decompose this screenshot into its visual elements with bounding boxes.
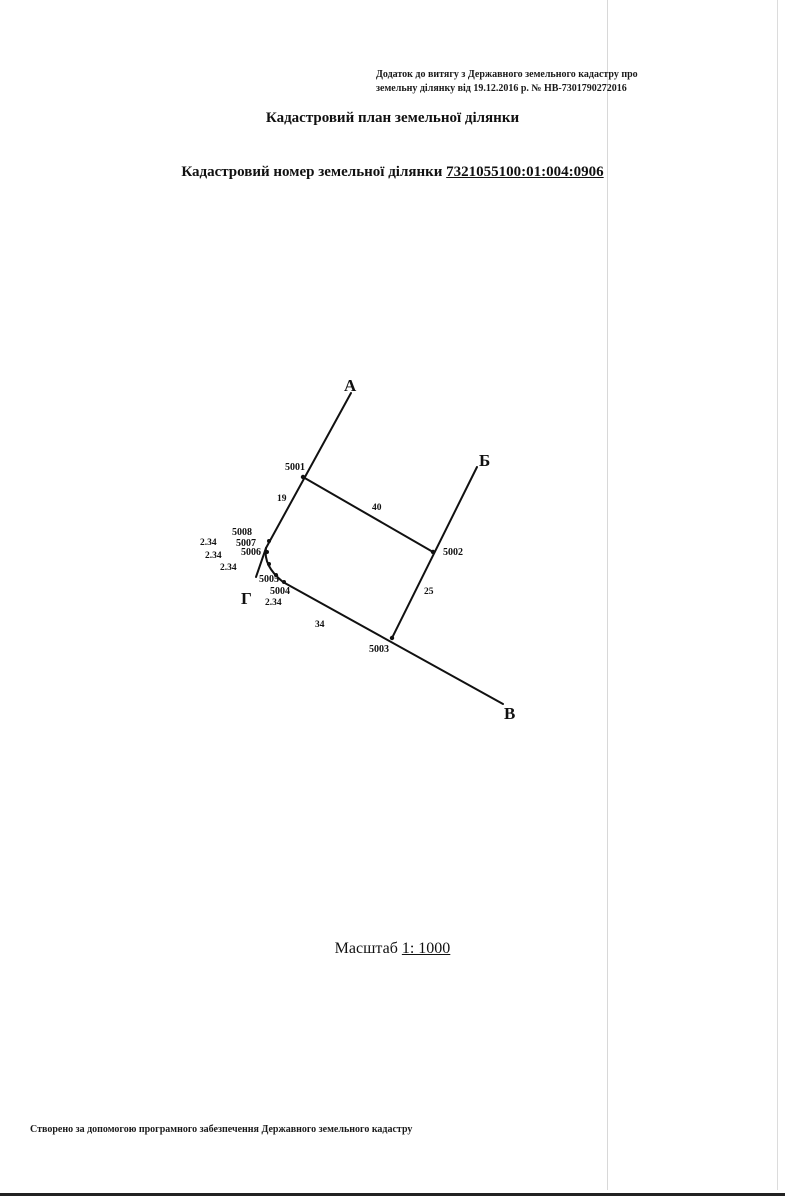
dimension-label-small: 2.34 [200,538,217,548]
point-label-5001: 5001 [285,462,305,473]
direction-label-a: А [344,376,357,395]
scan-margin-line [607,0,608,1190]
vertex-marker [267,539,271,543]
scan-margin-line [777,0,778,1190]
boundary-line-a [265,392,352,549]
dimension-label-25: 25 [424,587,434,597]
vertex-marker [267,562,271,566]
point-label-5005: 5005 [259,574,279,585]
page-bottom-edge [0,1193,785,1196]
vertex-marker [265,550,269,554]
cadastral-number-line: Кадастровий номер земельної ділянки 7321… [0,164,785,181]
point-label-5007: 5007 [236,538,256,549]
vertex-marker [389,635,395,641]
scale-value: 1: 1000 [401,940,451,957]
point-label-5002: 5002 [443,547,463,558]
point-label-5004: 5004 [270,586,290,597]
point-label-5006: 5006 [241,547,261,558]
direction-label-v: В [504,704,515,723]
vertex-marker [300,474,306,480]
dimension-label-40: 40 [372,503,382,513]
dimension-label-small: 2.34 [205,551,222,561]
boundary-line-v [282,581,504,705]
direction-label-b: Б [479,451,490,470]
dimension-label-19: 19 [277,494,287,504]
boundary-line-g [255,547,267,578]
page-title: Кадастровий план земельної ділянки [265,110,520,126]
dimension-label-small: 2.34 [220,563,237,573]
scale-label: Масштаб [334,940,398,957]
vertex-marker [282,580,286,584]
point-label-5003: 5003 [369,644,389,655]
extract-reference-line-1: Додаток до витягу з Державного земельног… [376,69,638,80]
dimension-label-34: 34 [315,620,325,630]
vertex-marker [430,549,436,555]
cadastral-number: 7321055100:01:004:0906 [446,164,604,180]
extract-reference-line-2: земельну ділянку від 19.12.2016 р. № НВ-… [376,83,627,94]
point-label-5008: 5008 [232,527,252,538]
scale-line: Масштаб 1: 1000 [0,940,785,958]
boundary-line-5001-5002 [302,476,434,553]
footer-note: Створено за допомогою програмного забезп… [30,1124,413,1135]
extract-reference-note: Додаток до витягу з Державного земельног… [376,68,676,96]
vertex-marker [274,573,278,577]
dimension-label-small: 2.34 [265,598,282,608]
cadastral-number-label: Кадастровий номер земельної ділянки [181,164,443,180]
direction-label-g: Г [241,589,252,608]
